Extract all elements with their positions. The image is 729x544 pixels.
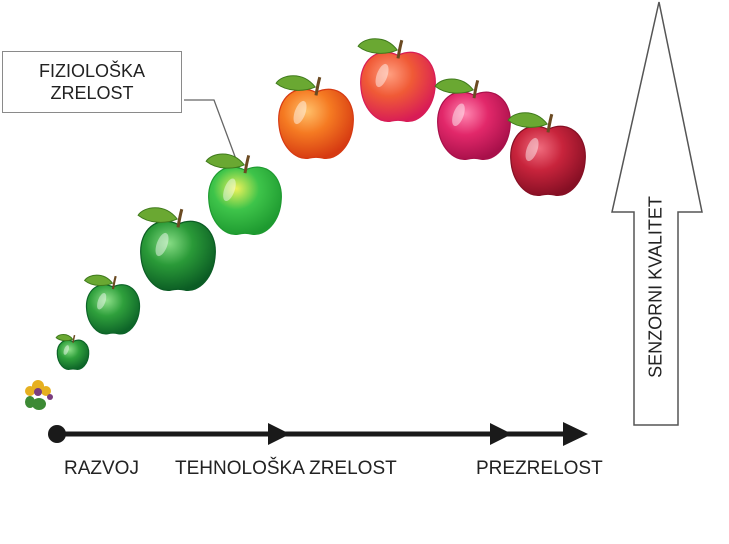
apples-group <box>55 38 586 370</box>
apple-4 <box>205 153 282 235</box>
stage-label-technological-maturity: TEHNOLOŠKA ZRELOST <box>175 458 397 479</box>
apple-3 <box>137 207 216 291</box>
callout-leader-line <box>184 99 241 171</box>
timeline-axis <box>48 422 588 446</box>
quality-arrow <box>611 1 703 426</box>
apple-5 <box>275 75 354 159</box>
physiological-maturity-callout: FIZIOLOŠKA ZRELOST <box>2 51 182 113</box>
timeline-arrow-head <box>563 422 588 446</box>
timeline-arrow-marker-1 <box>268 423 290 445</box>
stage-label-overripe: PREZRELOST <box>476 458 603 479</box>
timeline-arrow-marker-2 <box>490 423 512 445</box>
apple-6 <box>357 38 436 122</box>
stage-label-development: RAZVOJ <box>64 458 139 479</box>
timeline-start-dot <box>48 425 66 443</box>
apple-1 <box>55 334 90 370</box>
apple-7 <box>434 78 511 160</box>
sensory-quality-label: SENZORNI KVALITET <box>645 196 666 378</box>
callout-line-2: ZRELOST <box>50 83 134 103</box>
callout-line-1: FIZIOLOŠKA <box>38 61 146 81</box>
apple-8 <box>507 112 586 196</box>
blossom-icon <box>25 380 53 410</box>
apple-2 <box>83 274 141 335</box>
